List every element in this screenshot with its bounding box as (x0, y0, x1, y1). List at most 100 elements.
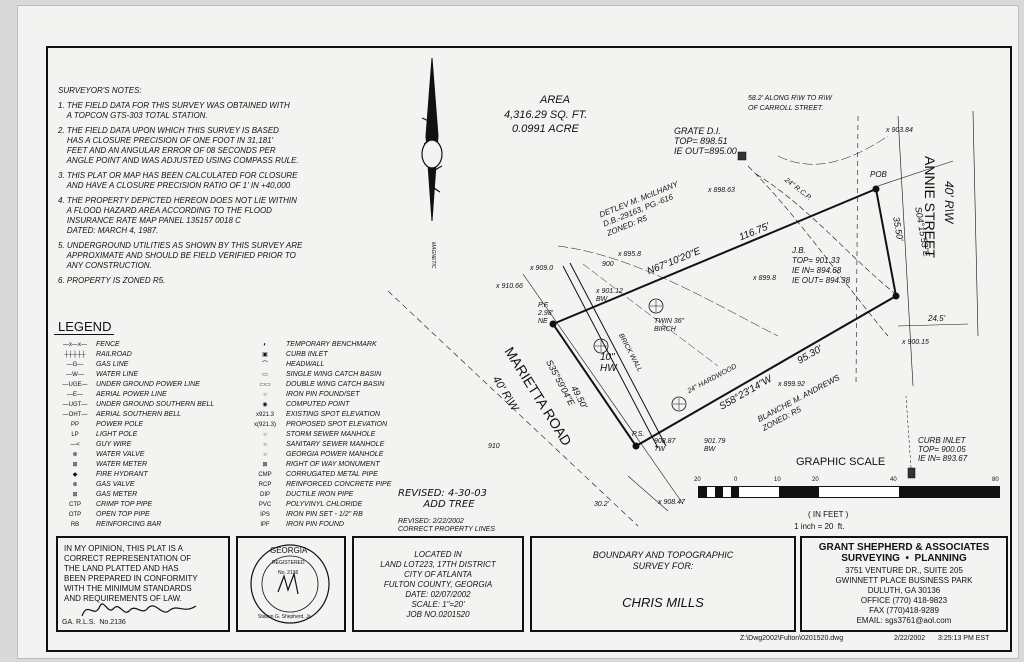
legend-label: GAS LINE (96, 361, 129, 368)
scale-tick: 0 (734, 477, 738, 483)
location-box: LOCATED IN LAND LOT223, 17TH DISTRICT CI… (352, 536, 524, 632)
spot-elevation: x 901.12 BW (596, 288, 623, 303)
legend-row: ▣CURB INLET (244, 350, 391, 360)
notes-title: SURVEYOR'S NOTES: (58, 86, 142, 95)
legend-symbol-icon: ▭▭ (259, 382, 271, 388)
legend-label: UNDER GROUND POWER LINE (96, 381, 200, 388)
curb-inlet-label: CURB INLET TOP= 900.05 IE IN= 893.67 (918, 436, 968, 463)
legend-left-column: —x—x—FENCE┼┼┼┼┼RAILROAD—G—GAS LINE—W—WAT… (54, 340, 214, 530)
scale-ticks: 20 0 10 20 40 80 (694, 475, 1004, 485)
legend-label: PROPOSED SPOT ELEVATION (286, 421, 388, 428)
legend-row: ○IRON PIN FOUND/SET (244, 390, 391, 400)
legend-symbol-icon: ⊠ (72, 492, 78, 498)
legend-label: CRIMP TOP PIPE (96, 501, 153, 508)
drawing-time: 3:25:13 PM EST (938, 635, 990, 642)
legend-label: OPEN TOP PIPE (96, 511, 150, 518)
legend-symbol-icon: LP (71, 432, 79, 438)
legend-symbol-icon: ○ (263, 432, 267, 438)
scale-tick: 10 (774, 477, 781, 483)
survey-for-box: BOUNDARY AND TOPOGRAPHIC SURVEY FOR: CHR… (530, 536, 796, 632)
legend-symbol-icon: ▭ (262, 372, 268, 378)
legend-symbol-icon: ⊠ (262, 462, 268, 468)
magnetic-label: MAGNETIC (430, 242, 436, 269)
legend-row: —< GUY WIRE (54, 440, 214, 450)
spot-elevation: x 903.84 (886, 127, 913, 134)
note-item: 2. THE FIELD DATA UPON WHICH THIS SURVEY… (58, 126, 299, 165)
legend-label: IRON PIN SET - 1/2" RB (286, 511, 363, 518)
legend-symbol-icon: ⊗ (72, 482, 78, 488)
pob-label: POB (870, 170, 887, 179)
note-item: 6. PROPERTY IS ZONED R5. (58, 276, 166, 285)
tree-icon (648, 298, 664, 314)
legend-row: ▭▭DOUBLE WING CATCH BASIN (244, 380, 391, 390)
legend-title: LEGEND (58, 319, 112, 334)
along-rw-label: 58.2' ALONG R\W TO R\W OF CARROLL STREET… (748, 95, 832, 112)
revision-typed: REVISED: 2/22/2002 CORRECT PROPERTY LINE… (398, 518, 495, 533)
legend-symbol-icon: ○ (263, 442, 267, 448)
legend-symbol-icon: IPF (260, 522, 270, 528)
registration-seal-icon (250, 544, 330, 624)
legend-label: GUY WIRE (96, 441, 132, 448)
spot-elevation: x 908.47 (658, 499, 685, 506)
legend-symbol-icon: IPS (260, 512, 270, 518)
legend-row: —G— GAS LINE (54, 360, 214, 370)
legend-symbol-icon: —< (70, 442, 80, 448)
seal-number: No. 2136 (278, 570, 299, 576)
seal-name: Station G. Shepherd, Jr. (258, 614, 312, 620)
scale-tick: 40 (890, 477, 897, 483)
legend-symbol-icon: —G— (66, 362, 84, 368)
legend-symbol-icon: ⊗ (72, 452, 78, 458)
legend-symbol-icon: —x—x— (63, 342, 87, 348)
legend-symbol-icon: —W— (66, 372, 84, 378)
legend-label: GEORGIA POWER MANHOLE (286, 451, 384, 458)
spot-elevation: x 910.66 (496, 283, 523, 290)
legend-label: TEMPORARY BENCHMARK (286, 341, 377, 348)
graphic-scale-bar (698, 486, 1000, 498)
seal-registered: REGISTERED (272, 560, 305, 566)
contour-label: 910 (488, 443, 500, 450)
surveyor-opinion-box: IN MY OPINION, THIS PLAT IS A CORRECT RE… (56, 536, 230, 632)
legend-row: ⌒HEADWALL (244, 360, 391, 370)
scale-tick: 20 (694, 477, 701, 483)
legend-row: ⊠GAS METER (54, 490, 214, 500)
grate-di-label: GRATE D.I. TOP= 898.51 IE OUT=895.00 (674, 126, 737, 156)
legend-symbol-icon: CMP (258, 472, 272, 478)
legend-row: ▭SINGLE WING CATCH BASIN (244, 370, 391, 380)
legend-row: —W—WATER LINE (54, 370, 214, 380)
legend-row: —UGT—UNDER GROUND SOUTHERN BELL (54, 400, 215, 410)
drawing-path: Z:\Dwg2002\Fulton\0201520.dwg (740, 635, 844, 642)
legend-row: ⊗WATER VALVE (54, 450, 214, 460)
signature-icon (81, 603, 197, 617)
survey-title: BOUNDARY AND TOPOGRAPHIC SURVEY FOR: (592, 550, 734, 571)
legend-row: IPS IRON PIN SET - 1/2" RB (244, 510, 391, 520)
legend-symbol-icon: —E— (66, 392, 83, 398)
legend-symbol-icon: RCP (258, 482, 272, 488)
legend-row: —E—AERIAL POWER LINE (54, 390, 214, 400)
legend-label: CURB INLET (286, 351, 328, 358)
legend-symbol-icon: x(921.3) (253, 422, 276, 428)
area-sqft: 4,316.29 SQ. FT. (504, 109, 588, 121)
spot-elevation: x 899.92 (778, 381, 805, 388)
legend-label: SANITARY SEWER MANHOLE (286, 441, 385, 448)
spot-elevation: x 899.8 (753, 275, 776, 282)
legend-row: ⊠WATER METER (54, 460, 214, 470)
note-item: 1. THE FIELD DATA FOR THIS SURVEY WAS OB… (58, 101, 290, 120)
tree-icon (593, 338, 609, 354)
legend-symbol-icon: ◐ (263, 342, 267, 348)
legend-label: REINFORCING BAR (96, 521, 162, 528)
pin-set-label: P.S. (632, 431, 645, 438)
legend-symbol-icon: x921.3 (255, 412, 274, 418)
contour-label: 900 (602, 261, 614, 268)
note-item: 3. THIS PLAT OR MAP HAS BEEN CALCULATED … (58, 171, 298, 190)
legend-symbol-icon: ○ (263, 392, 267, 398)
graphic-scale-title: GRAPHIC SCALE (796, 456, 886, 468)
spot-elevation: x 909.0 (530, 265, 553, 272)
legend-symbol-icon: ┼┼┼┼┼ (64, 352, 86, 358)
note-item: 4. THE PROPERTY DEPICTED HEREON DOES NOT… (58, 196, 297, 235)
legend-symbol-icon: —UGT— (62, 402, 88, 408)
